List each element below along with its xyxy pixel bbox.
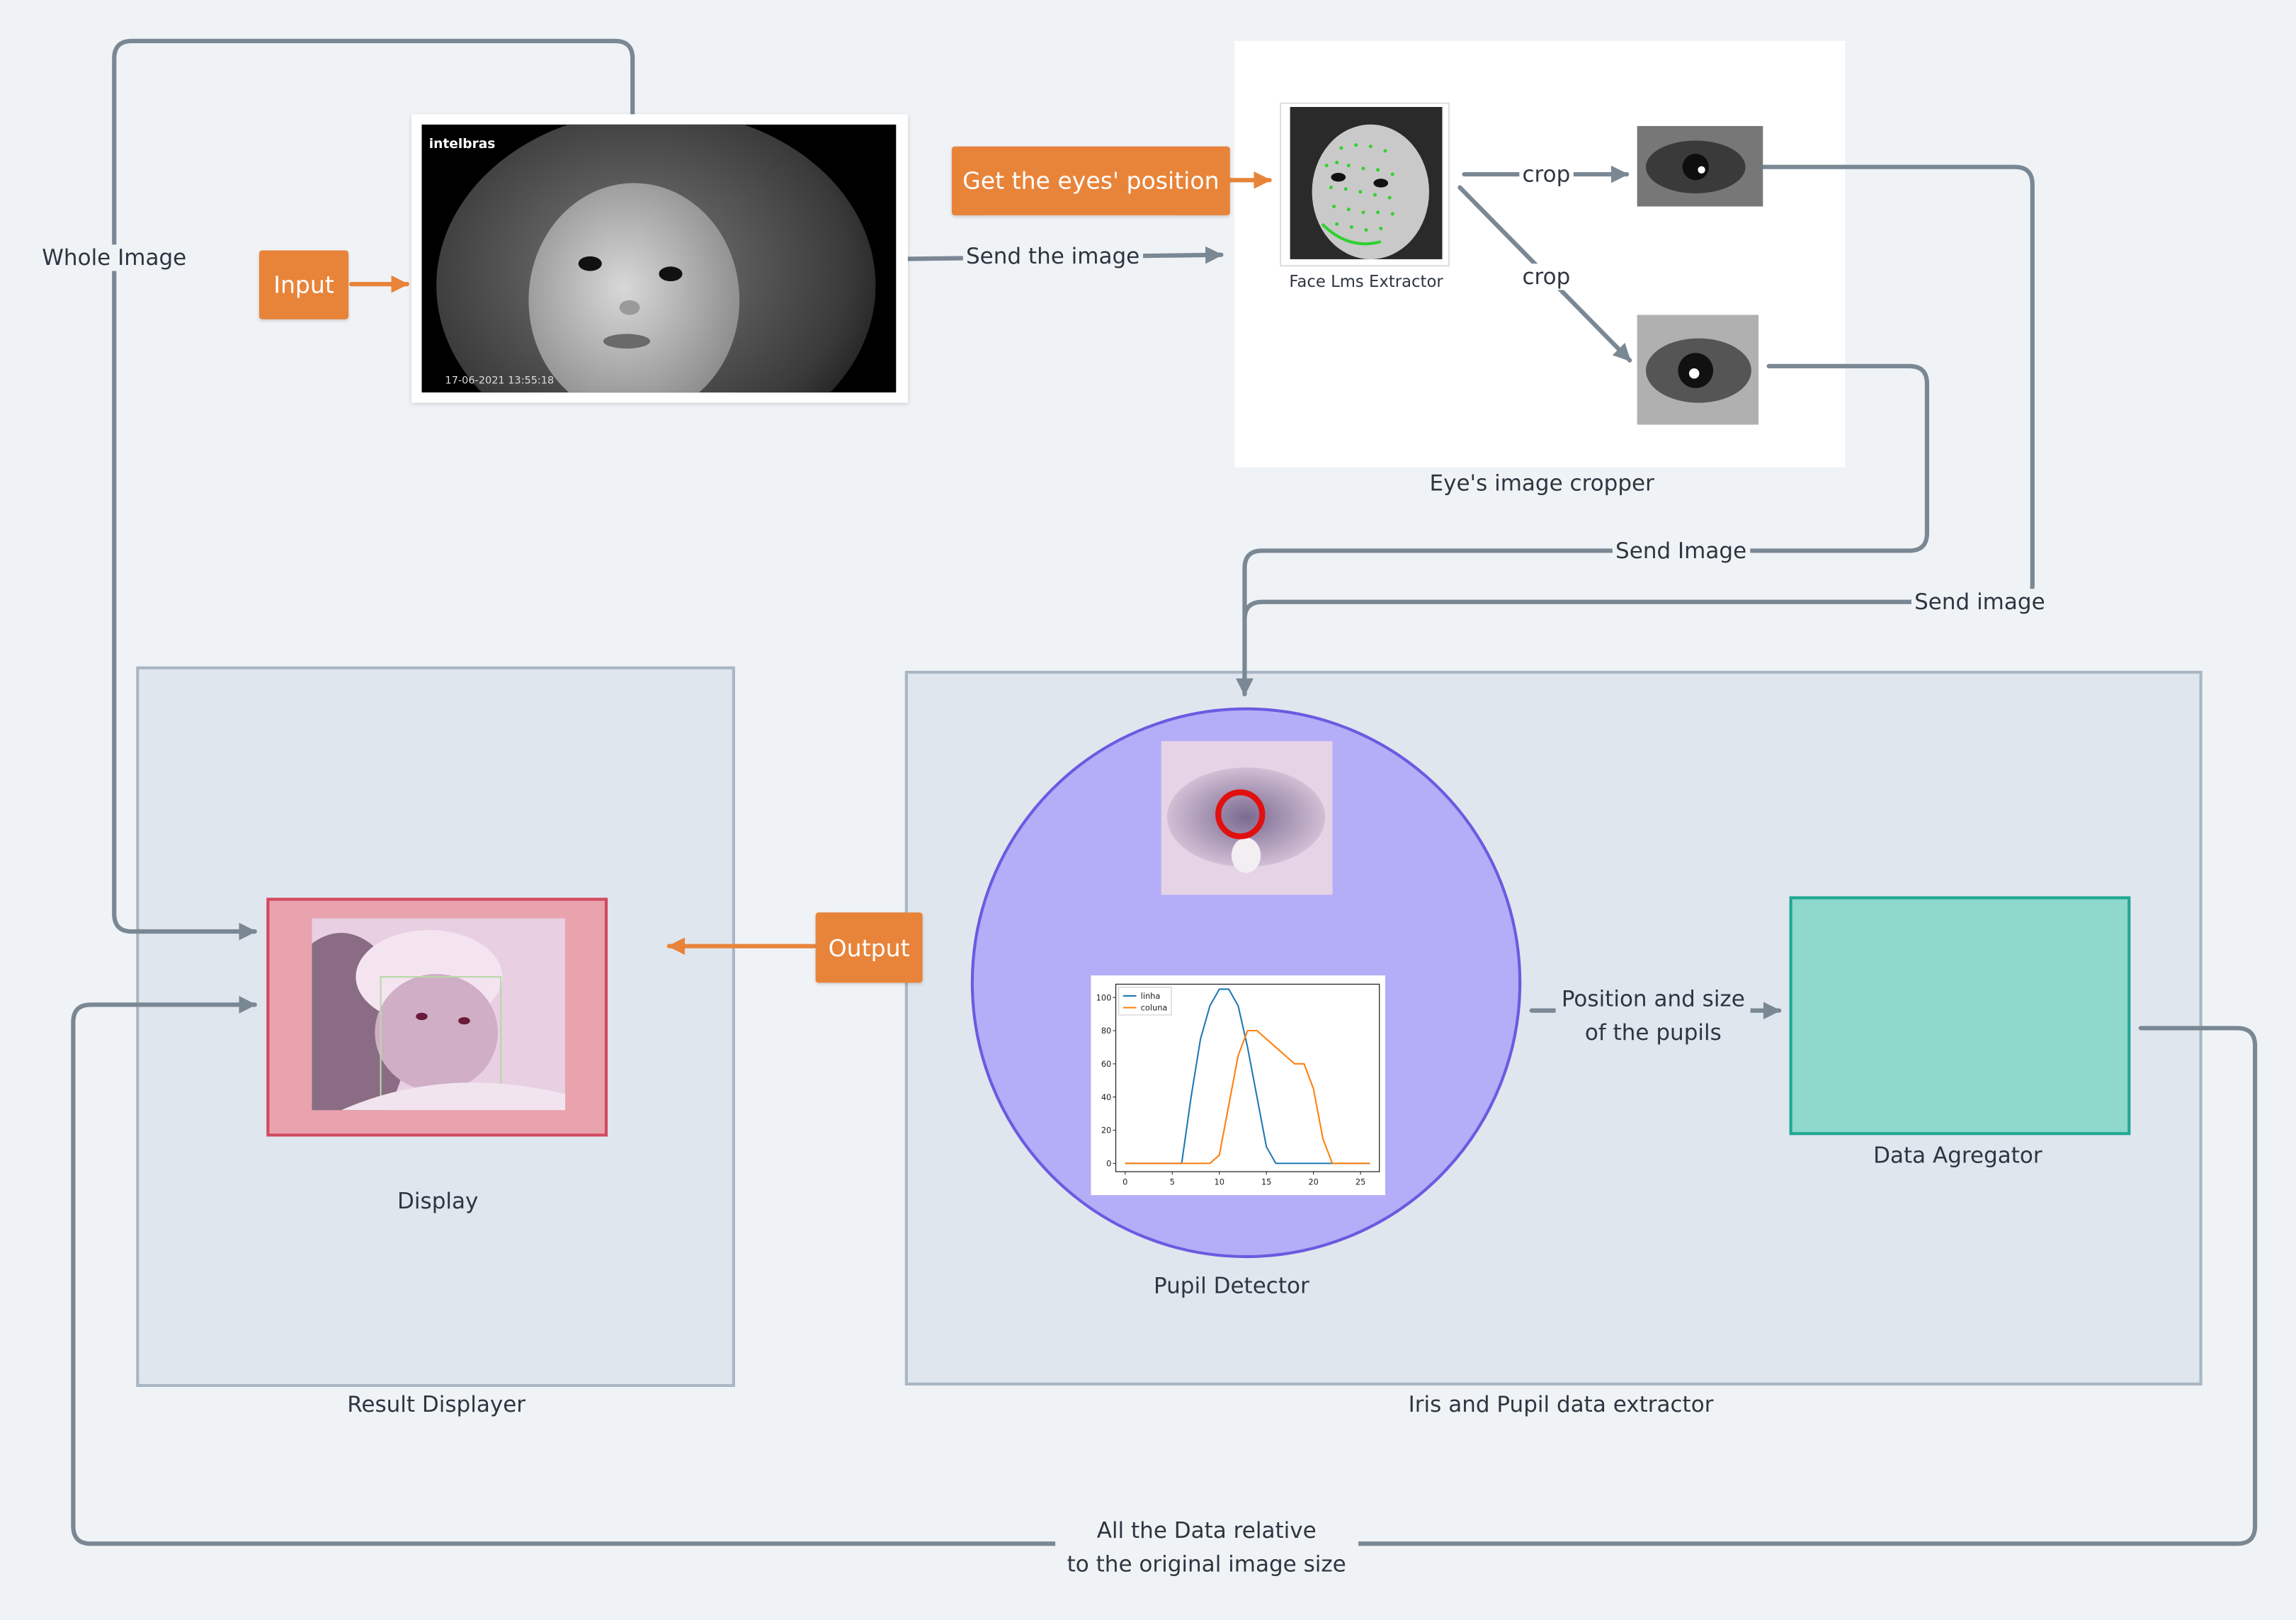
x-tick-label: 0 bbox=[1123, 1177, 1127, 1187]
pupil-detector-label: Pupil Detector bbox=[1153, 1272, 1309, 1299]
all-data-line-2: to the original image size bbox=[1067, 1551, 1346, 1577]
result-displayer-label: Result Displayer bbox=[347, 1391, 526, 1418]
pupil-chart: 0 5 10 15 20 25 0 20 40 60 80 100 linha coluna bbox=[1091, 975, 1385, 1196]
y-tick-label: 100 bbox=[1096, 992, 1112, 1002]
x-tick-label: 20 bbox=[1308, 1177, 1318, 1187]
display-box bbox=[266, 897, 608, 1137]
get-eyes-box: Get the eyes' position bbox=[951, 146, 1230, 215]
x-tick-label: 15 bbox=[1261, 1177, 1271, 1187]
pupil-chart-svg: 0 5 10 15 20 25 0 20 40 60 80 100 linha coluna bbox=[1096, 983, 1380, 1187]
all-data-label: All the Data relative to the original im… bbox=[1055, 1514, 1358, 1582]
timestamp-label: 17-06-2021 13:55:18 bbox=[445, 375, 555, 387]
pupil-eye-image bbox=[1161, 741, 1333, 895]
all-data-line-1: All the Data relative bbox=[1096, 1517, 1317, 1544]
send-image-label-1: Send Image bbox=[1612, 537, 1750, 565]
x-tick-label: 25 bbox=[1356, 1177, 1365, 1187]
eye-cropper-label: Eye's image cropper bbox=[1429, 470, 1654, 497]
y-tick-label: 60 bbox=[1101, 1059, 1111, 1069]
data-agregator-box bbox=[1789, 896, 2131, 1135]
send-image-connector-1 bbox=[1236, 363, 1930, 697]
display-label: Display bbox=[397, 1187, 479, 1215]
crop-label-2: crop bbox=[1519, 264, 1574, 290]
cropped-eye-bottom bbox=[1637, 315, 1759, 425]
input-image-frame: intelbras 17-06-2021 13:55:18 bbox=[411, 114, 908, 403]
legend-label-linha: linha bbox=[1141, 991, 1161, 1001]
chart-frame bbox=[1115, 983, 1380, 1172]
y-tick-label: 20 bbox=[1101, 1126, 1111, 1135]
send-the-image-label: Send the image bbox=[962, 243, 1143, 270]
y-tick-label: 40 bbox=[1101, 1092, 1111, 1102]
send-image-label-2: Send image bbox=[1911, 589, 2048, 616]
position-size-line-1: Position and size bbox=[1561, 985, 1745, 1012]
x-tick-label: 10 bbox=[1214, 1177, 1224, 1187]
y-tick-label: 80 bbox=[1101, 1026, 1111, 1036]
chart-legend bbox=[1118, 987, 1172, 1016]
iris-extractor-label: Iris and Pupil data extractor bbox=[1408, 1391, 1714, 1418]
series-line-coluna bbox=[1125, 1029, 1370, 1165]
brand-label: intelbras bbox=[429, 137, 496, 152]
x-tick-label: 5 bbox=[1170, 1177, 1175, 1187]
input-box: Input bbox=[258, 250, 349, 319]
position-size-label: Position and size of the pupils bbox=[1555, 982, 1751, 1050]
whole-image-label: Whole Image bbox=[39, 244, 190, 271]
y-tick-label: 0 bbox=[1106, 1159, 1111, 1169]
whole-image-connector bbox=[112, 38, 635, 941]
face-lms-label: Face Lms Extractor bbox=[1289, 272, 1443, 292]
baby-camera-image: intelbras 17-06-2021 13:55:18 bbox=[421, 124, 897, 393]
face-lms-image bbox=[1280, 102, 1450, 267]
crop-label-1: crop bbox=[1519, 161, 1574, 188]
cropped-eye-top bbox=[1637, 125, 1763, 207]
legend-label-coluna: coluna bbox=[1141, 1003, 1168, 1013]
position-size-line-2: of the pupils bbox=[1584, 1019, 1722, 1046]
output-box: Output bbox=[815, 912, 923, 983]
data-agregator-label: Data Agregator bbox=[1873, 1142, 2042, 1169]
display-baby-image bbox=[312, 918, 566, 1111]
